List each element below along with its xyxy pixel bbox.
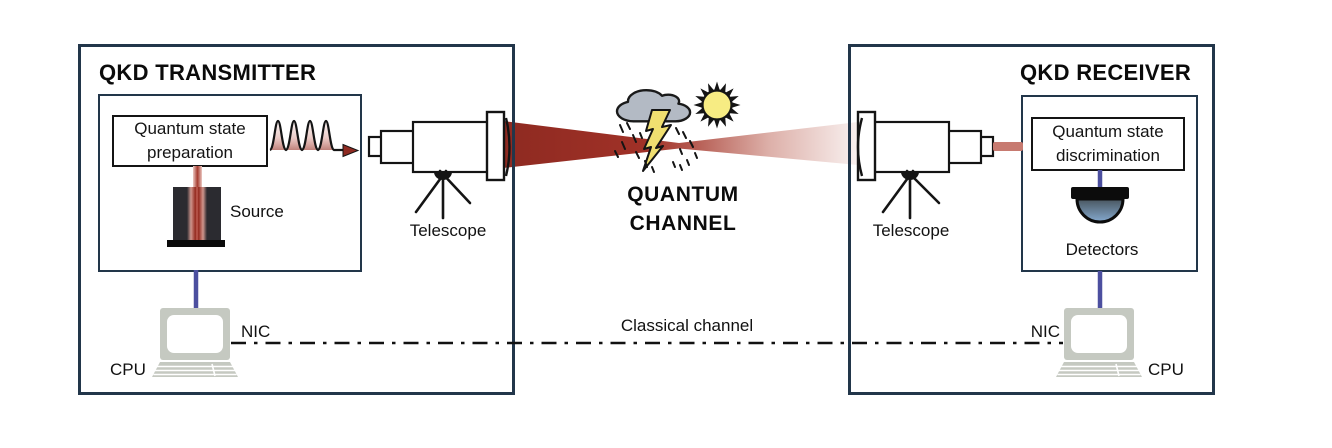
beam-converging-segment bbox=[503, 121, 679, 168]
quantum-channel-line1: QUANTUM bbox=[627, 183, 739, 206]
sun-icon bbox=[693, 81, 741, 129]
lightning-bolt-icon bbox=[642, 109, 672, 172]
classical-channel-label: Classical channel bbox=[620, 316, 754, 335]
nic-right-label: NIC bbox=[1030, 322, 1060, 341]
quantum-channel-line2: CHANNEL bbox=[629, 212, 737, 235]
telescope-left-label: Telescope bbox=[409, 221, 487, 240]
cpu-right-label: CPU bbox=[1148, 360, 1184, 379]
storm-cloud-icon bbox=[617, 90, 690, 121]
telescope-right-label: Telescope bbox=[872, 221, 950, 240]
transmitter-title: QKD TRANSMITTER bbox=[99, 60, 317, 85]
transmitter-box bbox=[78, 44, 515, 395]
quantum-state-discrimination-box: Quantum state discrimination bbox=[1031, 117, 1185, 171]
qsd-label-line1: Quantum state bbox=[1052, 122, 1164, 141]
cpu-left-label: CPU bbox=[110, 360, 146, 379]
receiver-title: QKD RECEIVER bbox=[1020, 60, 1192, 85]
source-label: Source bbox=[230, 202, 284, 221]
qsp-label-line2: preparation bbox=[146, 143, 233, 162]
rain-marks-icon bbox=[614, 122, 698, 173]
beam-diverging-segment bbox=[679, 122, 858, 165]
quantum-channel-title: QUANTUM CHANNEL bbox=[607, 180, 759, 238]
receiver-box bbox=[848, 44, 1215, 395]
qsp-label-line1: Quantum state bbox=[134, 119, 246, 138]
qsd-label-line2: discrimination bbox=[1056, 146, 1160, 165]
nic-left-label: NIC bbox=[241, 322, 271, 341]
quantum-state-preparation-box: Quantum state preparation bbox=[112, 115, 268, 167]
detectors-label: Detectors bbox=[1065, 240, 1139, 259]
